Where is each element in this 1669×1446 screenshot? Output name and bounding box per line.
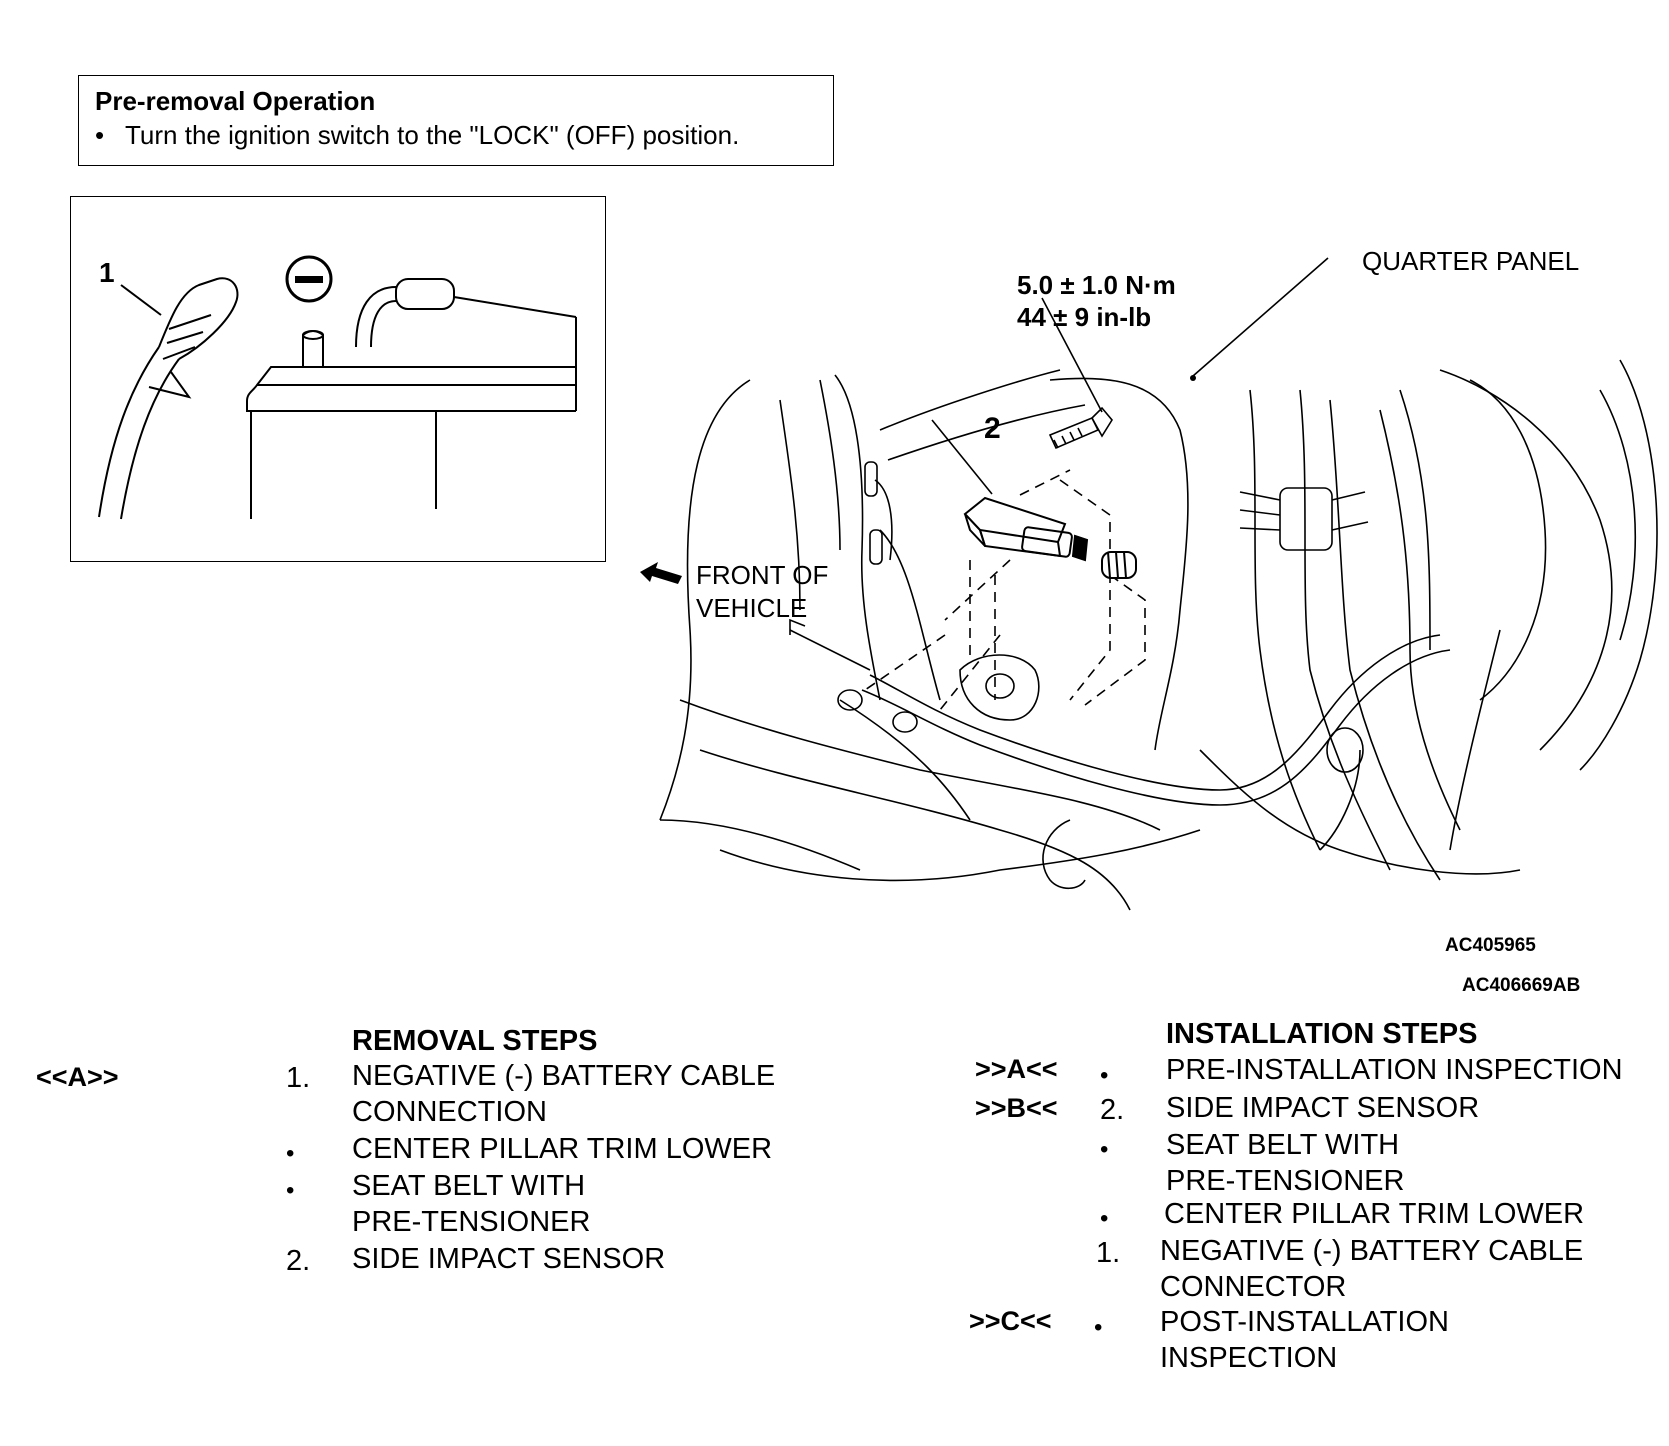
vehicle-body-drawing: [640, 257, 1658, 911]
installation-step-bullet: •: [1100, 1205, 1109, 1232]
removal-step-text: SIDE IMPACT SENSOR: [352, 1241, 665, 1277]
callout-1: 1: [99, 257, 115, 288]
removal-step-bullet: •: [286, 1140, 295, 1167]
removal-step-text: SEAT BELT WITH PRE-TENSIONER: [352, 1168, 590, 1240]
figure-code-inner: AC405965: [1445, 935, 1536, 956]
front-of-vehicle-line1: FRONT OF: [696, 560, 829, 590]
installation-step-line: PRE-TENSIONER: [1166, 1165, 1405, 1197]
figure-code-outer: AC406669AB: [1462, 975, 1581, 996]
installation-step-text: SEAT BELT WITH PRE-TENSIONER: [1166, 1127, 1404, 1199]
removal-step-line: PRE-TENSIONER: [352, 1206, 591, 1238]
callout-2: 2: [984, 412, 1001, 445]
installation-step-num: 1.: [1096, 1237, 1121, 1269]
installation-step-line: SIDE IMPACT SENSOR: [1166, 1092, 1480, 1124]
removal-step-line: NEGATIVE (-) BATTERY CABLE: [352, 1060, 776, 1092]
removal-step-line: SEAT BELT WITH: [352, 1170, 586, 1202]
installation-step-text: PRE-INSTALLATION INSPECTION: [1166, 1052, 1623, 1088]
front-arrow-icon: [640, 562, 682, 584]
installation-step-line: CONNECTOR: [1160, 1271, 1347, 1303]
removal-step-line: CENTER PILLAR TRIM LOWER: [352, 1133, 773, 1165]
installation-step-line: NEGATIVE (-) BATTERY CABLE: [1160, 1235, 1584, 1267]
installation-step-line: PRE-INSTALLATION INSPECTION: [1166, 1054, 1623, 1086]
installation-step-bullet: •: [1100, 1136, 1109, 1163]
front-of-vehicle-line2: VEHICLE: [696, 593, 808, 623]
removal-step-num: 2.: [286, 1245, 311, 1277]
removal-step-num: 1.: [286, 1062, 311, 1094]
removal-step-text: CENTER PILLAR TRIM LOWER: [352, 1131, 772, 1167]
quarter-panel-label: QUARTER PANEL: [1362, 246, 1580, 276]
torque-inlb-label: 44 ± 9 in-lb: [1017, 302, 1152, 332]
installation-steps-heading: INSTALLATION STEPS: [1166, 1018, 1478, 1050]
removal-ref-a: <<A>>: [36, 1062, 119, 1092]
installation-ref-b: >>B<<: [975, 1093, 1058, 1123]
removal-step-line: CONNECTION: [352, 1096, 547, 1128]
removal-step-bullet: •: [286, 1177, 295, 1204]
bullet: •: [95, 120, 105, 150]
installation-step-text: CENTER PILLAR TRIM LOWER: [1164, 1196, 1584, 1232]
installation-step-text: SIDE IMPACT SENSOR: [1166, 1090, 1479, 1126]
side-impact-sensor-illustration: 5.0 ± 1.0 N·m 44 ± 9 in-lb QUARTER PANEL…: [640, 230, 1669, 990]
torque-nm-label: 5.0 ± 1.0 N·m: [1017, 270, 1176, 300]
installation-ref-c: >>C<<: [969, 1306, 1052, 1336]
installation-step-line: POST-INSTALLATION: [1160, 1306, 1449, 1338]
pre-removal-item-text: Turn the ignition switch to the "LOCK" (…: [125, 120, 740, 150]
removal-steps-heading: REMOVAL STEPS: [352, 1025, 598, 1057]
pre-removal-box: Pre-removal Operation • Turn the ignition…: [78, 75, 834, 166]
installation-step-bullet: •: [1100, 1062, 1109, 1089]
removal-step-text: NEGATIVE (-) BATTERY CABLE CONNECTION: [352, 1058, 775, 1130]
installation-step-line: SEAT BELT WITH: [1166, 1129, 1400, 1161]
battery-drawing: [98, 255, 577, 520]
installation-ref-a: >>A<<: [975, 1054, 1058, 1084]
minus-circle-icon: [285, 255, 333, 303]
removal-step-line: SIDE IMPACT SENSOR: [352, 1243, 666, 1275]
installation-step-text: POST-INSTALLATION INSPECTION: [1160, 1304, 1449, 1376]
installation-step-num: 2.: [1100, 1094, 1125, 1126]
pre-removal-item: • Turn the ignition switch to the "LOCK" …: [95, 120, 739, 151]
installation-step-line: INSPECTION: [1160, 1342, 1338, 1374]
installation-step-bullet: •: [1094, 1314, 1103, 1341]
pre-removal-title: Pre-removal Operation: [95, 86, 376, 116]
installation-step-line: CENTER PILLAR TRIM LOWER: [1164, 1198, 1585, 1230]
installation-step-text: NEGATIVE (-) BATTERY CABLE CONNECTOR: [1160, 1233, 1583, 1305]
battery-illustration: 1: [70, 196, 606, 562]
side-impact-sensor-icon: [963, 496, 1137, 579]
